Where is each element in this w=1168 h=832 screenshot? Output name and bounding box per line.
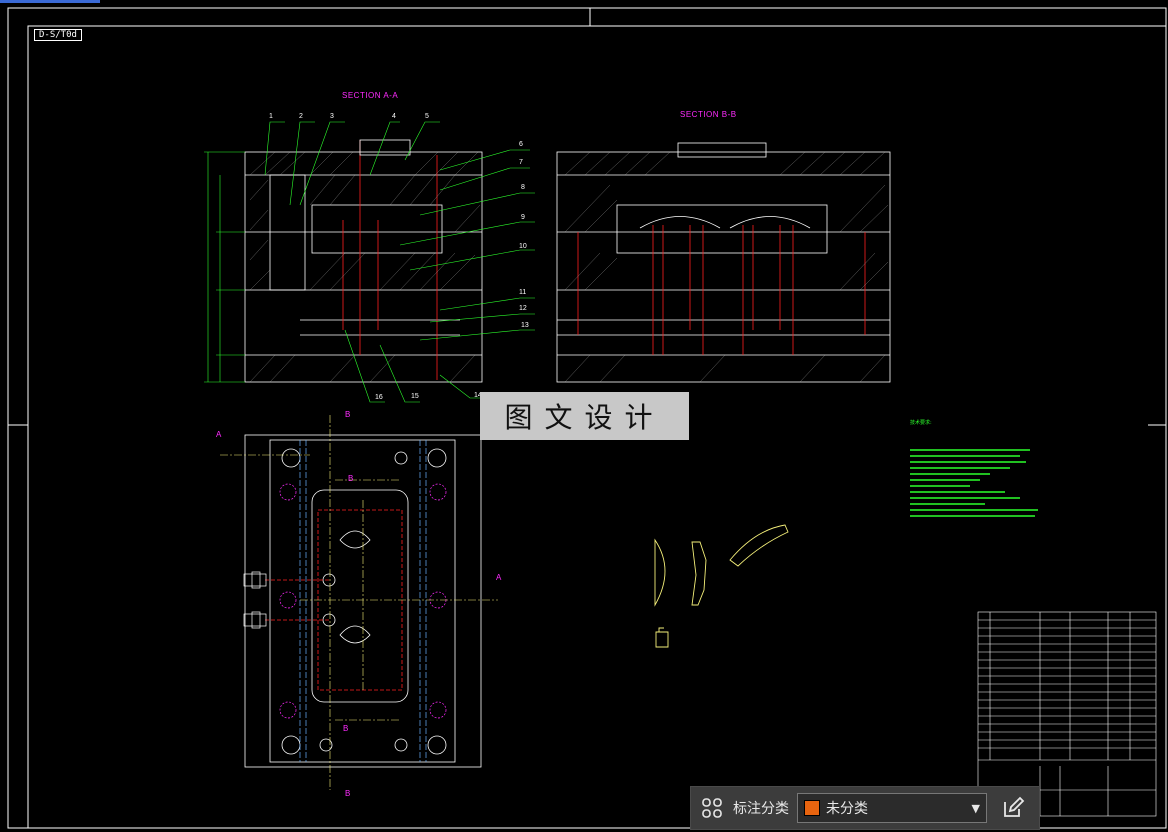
notes-text-lines: [910, 449, 1038, 518]
section-aa-title: SECTION A-A: [342, 91, 399, 100]
callout: 10: [519, 243, 527, 250]
chevron-down-icon: ▼: [971, 801, 980, 815]
section-bb-view: [556, 142, 891, 383]
cut-label-a: A: [216, 430, 222, 439]
callout: 7: [519, 159, 523, 166]
callout: 6: [519, 141, 523, 148]
callout: 8: [521, 184, 525, 191]
notes-title: 技术要求:: [910, 420, 932, 426]
callout: 2: [299, 113, 303, 120]
category-dropdown[interactable]: 未分类 ▼: [797, 793, 987, 823]
callout: 16: [375, 394, 383, 401]
callout: 13: [521, 322, 529, 329]
callout: 14: [474, 392, 482, 399]
callout: 11: [519, 289, 527, 296]
section-aa-dimensions: [204, 121, 535, 403]
technical-notes: 技术要求:: [910, 420, 1050, 529]
plan-view-fittings: [243, 571, 267, 629]
cut-label-b: B: [345, 410, 351, 419]
callout: 1: [269, 113, 273, 120]
plan-view-rails: [299, 440, 427, 762]
annotation-toolbar: 标注分类 未分类 ▼: [690, 786, 1040, 830]
category-color-swatch: [804, 800, 820, 816]
callout: 4: [392, 113, 396, 120]
cut-label-a: A: [496, 573, 502, 582]
frame-tag: D-S/T0d: [34, 29, 82, 41]
callout: 15: [411, 393, 419, 400]
category-selected-value: 未分类: [826, 801, 868, 817]
window-accent-strip: [0, 0, 100, 3]
annotation-category-label: 标注分类: [733, 801, 789, 817]
watermark-stamp: 图文设计: [480, 392, 689, 440]
cut-label-b: B: [345, 789, 351, 798]
cut-label-b: B: [343, 724, 349, 733]
title-block: [977, 611, 1157, 817]
product-sketches: [654, 524, 789, 648]
callout: 9: [521, 214, 525, 221]
drawing-frame: [7, 7, 1167, 829]
callout: 12: [519, 305, 527, 312]
cut-label-b: B: [348, 474, 354, 483]
section-aa-view: [244, 139, 483, 383]
plan-view: [244, 434, 482, 768]
section-aa-hatch: [249, 151, 481, 383]
edit-icon[interactable]: [993, 787, 1033, 829]
section-bb-pins: [577, 225, 866, 355]
callout: 5: [425, 113, 429, 120]
plan-view-centerlines: [220, 415, 498, 790]
grid-icon[interactable]: [691, 787, 733, 829]
section-bb-hatch: [564, 151, 889, 383]
callout: 3: [330, 113, 334, 120]
section-bb-title: SECTION B-B: [680, 110, 737, 119]
